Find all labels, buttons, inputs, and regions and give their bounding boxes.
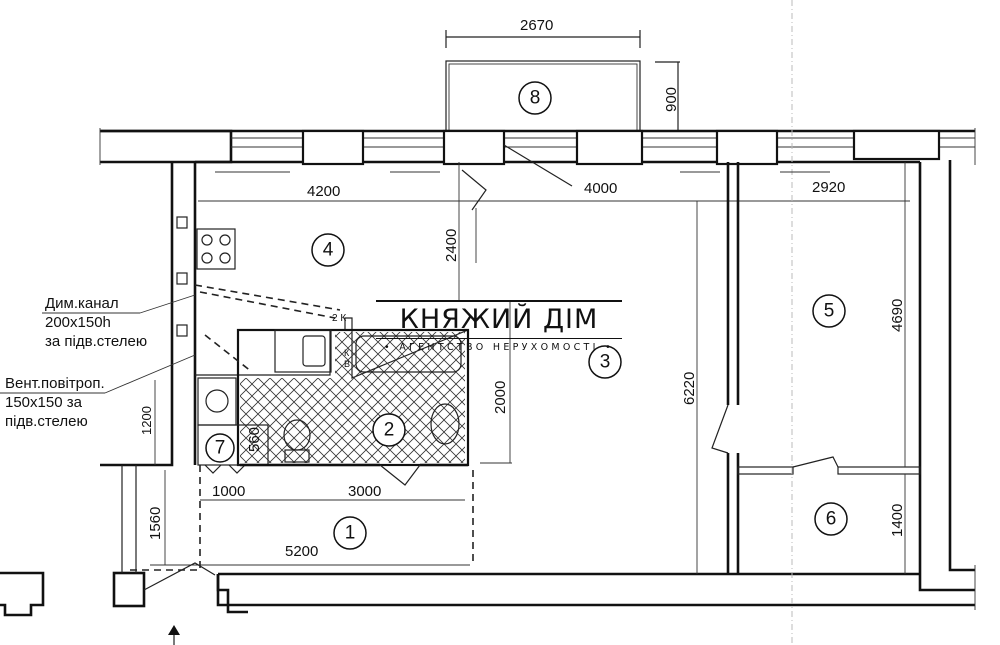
dim-hall-seg2: 3000 <box>348 483 381 500</box>
vent-duct-line1: Вент.повітроп. <box>5 375 105 392</box>
dim-bedroom-depth: 4690 <box>889 299 906 332</box>
dim-hall-total: 5200 <box>285 543 318 560</box>
logo-top-rule <box>376 300 622 302</box>
dim-hall-seg1: 1000 <box>212 483 245 500</box>
dim-balcony-width: 2670 <box>520 17 553 34</box>
vent-duct-line2: 150x150 за <box>5 394 82 411</box>
smoke-channel-line3: за підв.стелею <box>45 333 148 350</box>
balcony <box>445 30 680 132</box>
logo-title: КНЯЖИЙ ДІМ <box>399 303 599 335</box>
smoke-channel-note: Дим.канал 200x150h за підв.стелею <box>45 294 147 351</box>
room-markers: 8 4 5 3 2 7 6 1 <box>205 81 848 550</box>
svg-text:8: 8 <box>530 88 541 109</box>
logo-bottom-rule <box>376 337 622 339</box>
svg-text:5: 5 <box>824 301 835 322</box>
svg-text:3: 3 <box>600 352 611 373</box>
dim-shaft-height: 1200 <box>139 406 154 435</box>
svg-text:1: 1 <box>345 523 356 544</box>
watermark-logo: КНЯЖИЙ ДІМ • АГЕНТСТВО НЕРУХОМОСТІ • <box>376 300 622 353</box>
riser-label: 2 К <box>332 313 346 324</box>
svg-text:6: 6 <box>826 509 837 530</box>
dimension-labels: 2670 900 4200 2400 4000 6220 2920 4690 2… <box>139 17 906 560</box>
cold-water-label: К <box>344 348 350 358</box>
interior-walls <box>0 0 976 645</box>
room-marker-3: 3 <box>588 345 622 379</box>
room-marker-7: 7 <box>205 433 235 463</box>
svg-text:4: 4 <box>323 240 334 261</box>
logo-subtitle: • АГЕНТСТВО НЕРУХОМОСТІ • <box>383 342 614 353</box>
dim-kitchen-depth: 2400 <box>443 229 460 262</box>
dim-closet-depth: 560 <box>246 427 263 452</box>
room-marker-1: 1 <box>333 516 367 550</box>
dim-living-width: 4000 <box>584 180 617 197</box>
room-marker-4: 4 <box>311 233 345 267</box>
exterior-walls <box>0 129 975 617</box>
smoke-channel-line1: Дим.канал <box>45 295 119 312</box>
vent-duct-line3: підв.стелею <box>5 413 88 430</box>
room-marker-8: 8 <box>518 81 552 115</box>
dim-bedroom-width: 2920 <box>812 179 845 196</box>
vent-duct-note: Вент.повітроп. 150x150 за підв.стелею <box>5 374 105 431</box>
svg-text:7: 7 <box>215 438 226 459</box>
svg-text:2: 2 <box>384 420 395 441</box>
dim-balcony-depth: 900 <box>663 87 680 112</box>
room-marker-6: 6 <box>814 502 848 536</box>
dim-storage-depth: 1400 <box>889 504 906 537</box>
dim-hall-depth: 1560 <box>147 507 164 540</box>
smoke-channel-line2: 200x150h <box>45 314 111 331</box>
water-label: В <box>344 359 350 369</box>
dim-kitchen-width: 4200 <box>307 183 340 200</box>
dim-living-depth: 6220 <box>681 372 698 405</box>
room-marker-5: 5 <box>812 294 846 328</box>
dim-bath-depth: 2000 <box>492 381 509 414</box>
room-marker-2: 2 <box>372 413 406 447</box>
